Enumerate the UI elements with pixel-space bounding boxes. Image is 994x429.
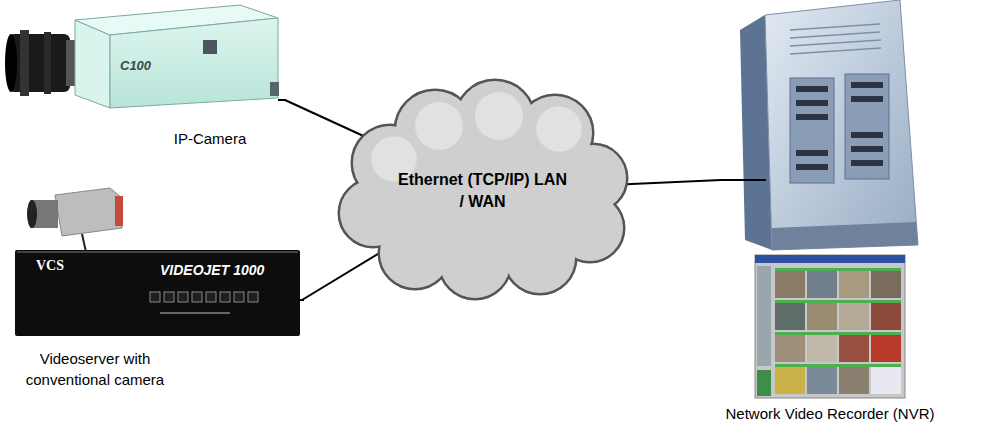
camera-device: IP-Camera (5, 0, 285, 158)
model-label: C100 (120, 58, 151, 73)
server-tower-picture (721, 0, 918, 250)
nvr-device: Network Video Recorder (NVR) (721, 0, 939, 428)
network-label: Ethernet (TCP/IP) LAN / WAN (398, 169, 568, 213)
network-cloud: Ethernet (TCP/IP) LAN / WAN (335, 88, 630, 293)
network-cable (285, 100, 375, 141)
device-caption: Videoserver with conventional camera (10, 348, 180, 390)
device-caption: IP-Camera (140, 128, 280, 149)
brand-label: VCS (36, 258, 64, 274)
cloud-shape (335, 88, 630, 293)
product-label: VIDEOJET 1000 (160, 262, 264, 278)
network-cable (302, 249, 387, 300)
ip-camera-picture (5, 5, 286, 108)
device-caption: Network Video Recorder (NVR) (721, 403, 939, 424)
network-cable (615, 180, 721, 185)
nvr-screen-picture (755, 255, 905, 398)
videoserver-picture (15, 188, 304, 336)
videoserver-device: Videoserver with conventional camera (10, 180, 302, 402)
